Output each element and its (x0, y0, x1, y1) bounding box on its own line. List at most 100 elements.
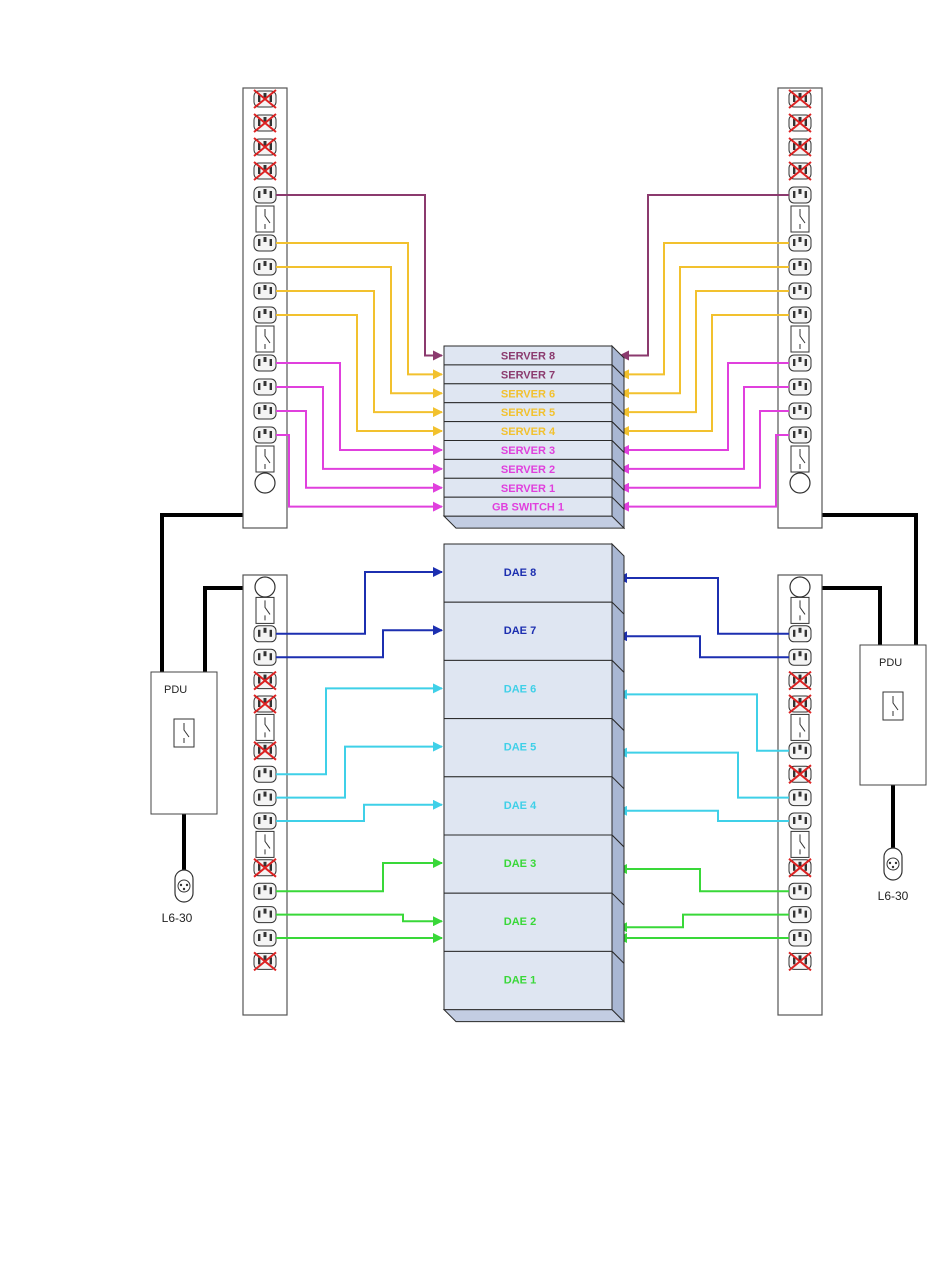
strip-switch-icon (256, 597, 274, 623)
device-label: DAE 5 (504, 742, 536, 754)
power-cable-magenta (620, 363, 789, 450)
pdu-right: PDU L6-30 (860, 645, 926, 903)
device-label: SERVER 4 (501, 426, 556, 438)
blank-outlet-icon (254, 138, 276, 156)
outlet-icon (254, 930, 276, 946)
outlet-icon (254, 379, 276, 395)
outlet-icon (789, 790, 811, 806)
power-strip-upper-left (243, 88, 287, 528)
strip-switch-icon (256, 206, 274, 232)
blank-outlet-icon (789, 765, 811, 783)
power-strip-upper-right (778, 88, 822, 528)
power-cable-yellow (620, 315, 789, 431)
pdu-right-plug-icon (884, 848, 902, 880)
outlet-icon (789, 743, 811, 759)
device-label: SERVER 3 (501, 445, 555, 457)
breaker-icon (255, 473, 275, 493)
power-cable-cyan (276, 805, 442, 821)
outlet-icon (254, 766, 276, 782)
power-cable-blue (618, 636, 789, 657)
pdu-right-label: PDU (879, 657, 902, 669)
blank-outlet-icon (789, 138, 811, 156)
outlet-icon (254, 790, 276, 806)
device-label: DAE 3 (504, 858, 536, 870)
blank-outlet-icon (789, 859, 811, 877)
blank-outlet-icon (254, 114, 276, 132)
blank-outlet-icon (789, 695, 811, 713)
power-strip-lower-left (243, 575, 287, 1015)
blank-outlet-icon (254, 162, 276, 180)
device-label: SERVER 5 (501, 407, 555, 419)
power-cable-green (618, 869, 789, 891)
outlet-icon (789, 907, 811, 923)
outlet-icon (254, 883, 276, 899)
outlet-icon (254, 187, 276, 203)
power-cable-yellow (276, 243, 442, 374)
power-cable-magenta (276, 363, 442, 450)
power-cable-blue (618, 578, 789, 634)
outlet-icon (789, 307, 811, 323)
device-label: SERVER 1 (501, 483, 555, 495)
outlet-icon (789, 283, 811, 299)
strip-switch-icon (256, 714, 274, 740)
device-label: DAE 6 (504, 683, 536, 695)
device-label: GB SWITCH 1 (492, 502, 564, 514)
power-cable-cyan (618, 753, 789, 798)
outlet-icon (254, 283, 276, 299)
blank-outlet-icon (254, 90, 276, 108)
strip-switch-icon (256, 446, 274, 472)
pdu-left-switch-icon (174, 719, 194, 747)
outlet-icon (254, 907, 276, 923)
outlet-icon (789, 883, 811, 899)
pdu-right-plug-label: L6-30 (878, 889, 909, 903)
blank-outlet-icon (254, 859, 276, 877)
outlet-icon (789, 626, 811, 642)
blank-outlet-icon (254, 695, 276, 713)
power-cable-green (276, 915, 442, 922)
blank-outlet-icon (254, 952, 276, 970)
breaker-icon (790, 473, 810, 493)
power-cable-magenta (276, 435, 442, 507)
blank-outlet-icon (789, 90, 811, 108)
power-cable-green (618, 915, 789, 928)
pdu-right-switch-icon (883, 692, 903, 720)
outlet-icon (254, 626, 276, 642)
outlet-icon (254, 427, 276, 443)
device-label: DAE 1 (504, 974, 536, 986)
outlet-icon (789, 259, 811, 275)
outlet-icon (254, 355, 276, 371)
pdu-left-plug-label: L6-30 (162, 911, 193, 925)
outlet-icon (254, 649, 276, 665)
power-cable-purple (620, 195, 789, 355)
power-strip-lower-right (778, 575, 822, 1015)
device-label: DAE 4 (504, 800, 537, 812)
strip-switch-icon (791, 326, 809, 352)
blank-outlet-icon (789, 952, 811, 970)
outlet-icon (789, 813, 811, 829)
power-cable-yellow (276, 315, 442, 431)
strip-switch-icon (791, 446, 809, 472)
outlet-icon (789, 355, 811, 371)
blank-outlet-icon (789, 672, 811, 690)
outlet-icon (789, 187, 811, 203)
outlet-icon (254, 259, 276, 275)
pdu-left-label: PDU (164, 684, 187, 696)
power-cable-green (276, 863, 442, 891)
power-cable-magenta (620, 435, 789, 507)
blank-outlet-icon (789, 114, 811, 132)
device-label: SERVER 2 (501, 464, 555, 476)
blank-outlet-icon (254, 672, 276, 690)
upper-stack: SERVER 8SERVER 7SERVER 6SERVER 5SERVER 4… (444, 346, 624, 528)
outlet-icon (789, 427, 811, 443)
power-cable-blue (276, 572, 442, 634)
outlet-icon (789, 930, 811, 946)
strip-switch-icon (791, 831, 809, 857)
outlet-icon (789, 379, 811, 395)
strip-switch-icon (791, 714, 809, 740)
device-label: SERVER 7 (501, 369, 555, 381)
pdu-left: PDU L6-30 (151, 672, 217, 925)
power-cable-cyan (276, 688, 442, 774)
outlet-icon (789, 649, 811, 665)
